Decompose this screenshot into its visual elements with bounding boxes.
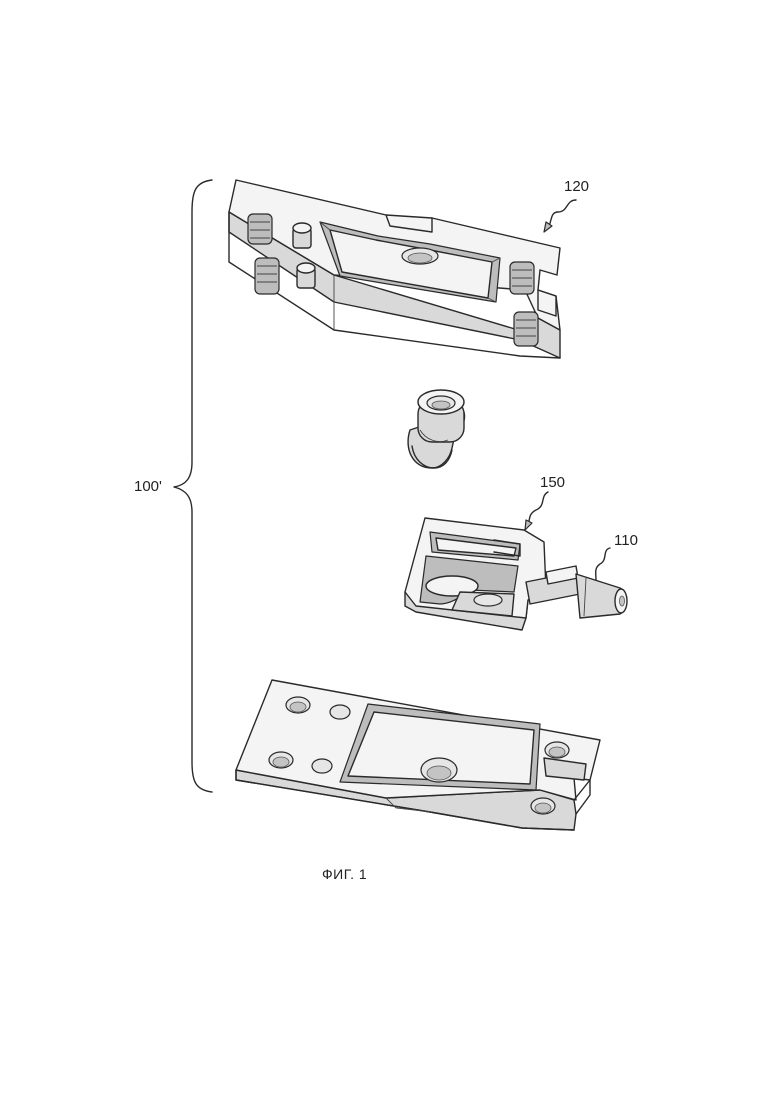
label-slider: 150	[540, 474, 565, 491]
figure-caption: ФИГ. 1	[322, 866, 367, 882]
label-upper-part: 120	[564, 178, 589, 195]
base-hole-3	[269, 752, 293, 768]
upper-foot-1	[248, 214, 272, 244]
leader-120	[548, 200, 576, 228]
base-plate	[236, 680, 600, 830]
leader-150	[528, 492, 548, 526]
base-hole-4	[312, 759, 332, 773]
assembly-brace	[174, 180, 212, 792]
slider-150	[405, 518, 627, 630]
upper-pin-1	[293, 223, 311, 248]
upper-foot-2	[255, 258, 279, 294]
label-assembly: 100'	[134, 478, 162, 495]
base-hole-6	[531, 798, 555, 814]
socket-part	[408, 390, 464, 468]
upper-foot-4	[514, 312, 538, 346]
base-hole-2	[330, 705, 350, 719]
upper-foot-3	[510, 262, 534, 294]
label-pin: 110	[614, 532, 638, 549]
upper-bracket-120	[229, 180, 560, 358]
base-hole-1	[286, 697, 310, 713]
leader-110	[596, 548, 610, 580]
base-hole-5	[545, 742, 569, 758]
upper-pin-2	[297, 263, 315, 288]
